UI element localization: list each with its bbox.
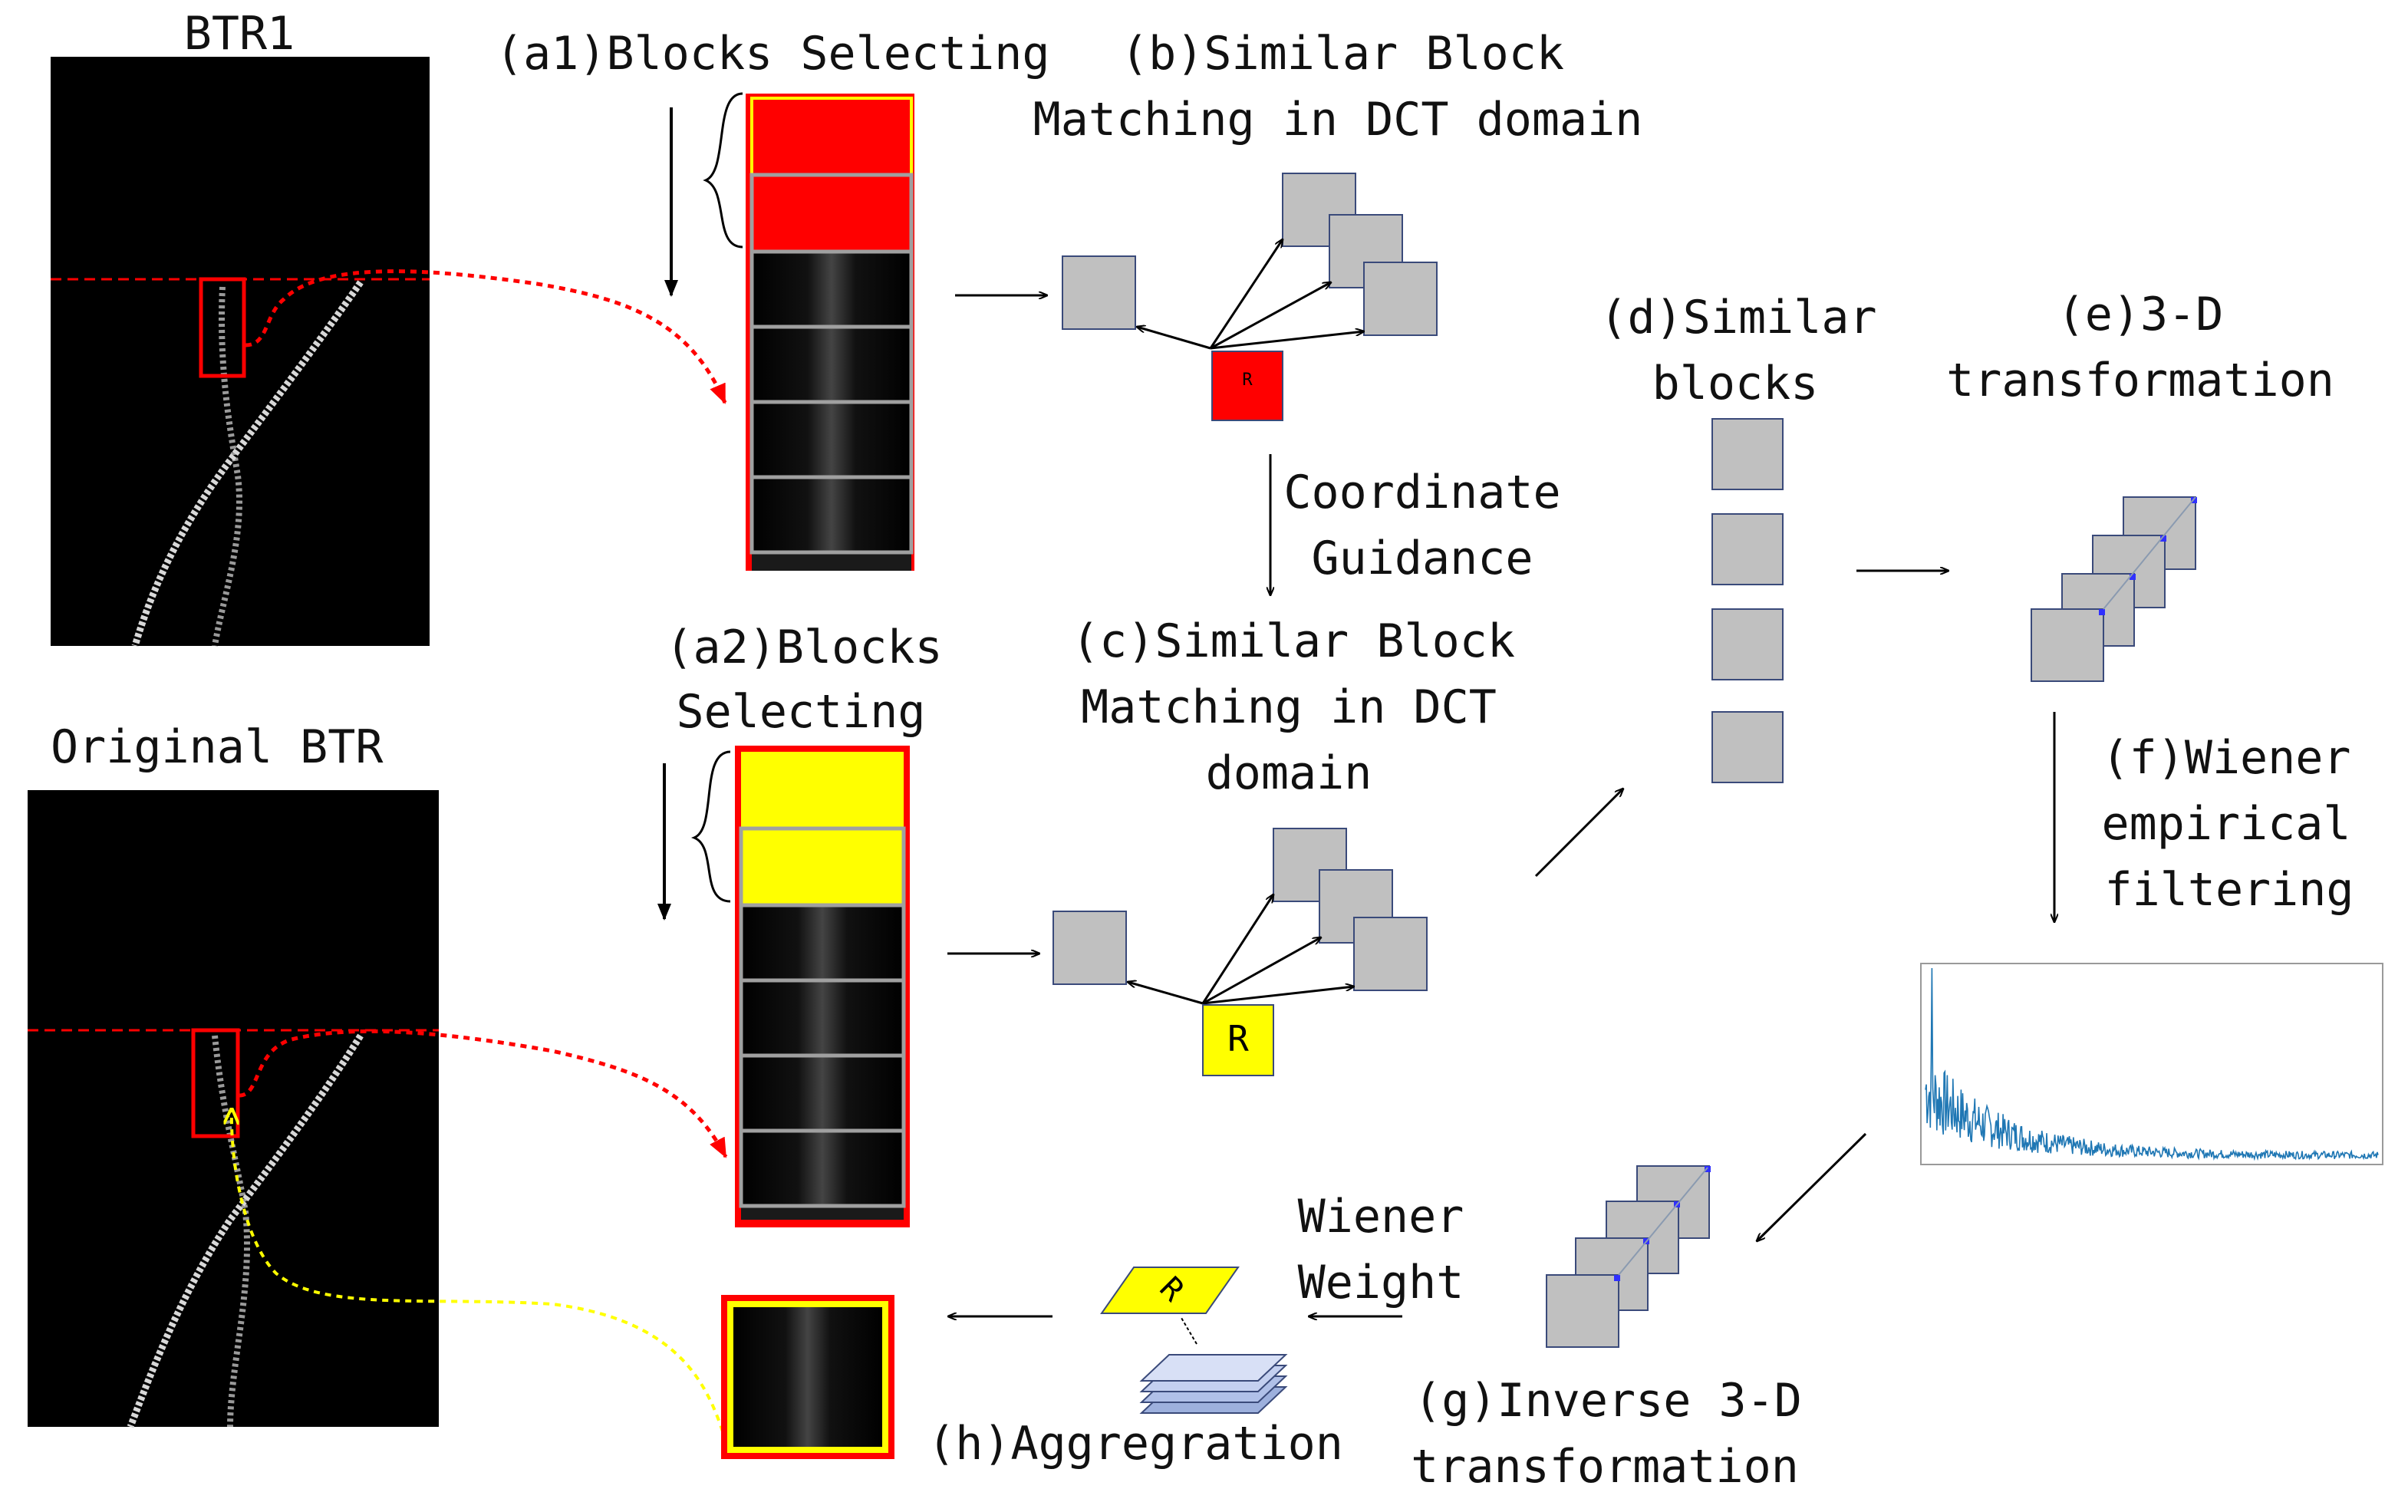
- a2-dark-blocks: [739, 903, 906, 1208]
- label-g-line2: transformation: [1411, 1440, 1799, 1494]
- g-inverse-stack: [1546, 1165, 1711, 1348]
- aggregation-reference-plane: [1100, 1267, 1240, 1314]
- label-c-line1: (c)Similar Block: [1072, 614, 1515, 668]
- label-guidance: Guidance: [1311, 532, 1533, 585]
- c-reference-mark: R: [1227, 1018, 1249, 1059]
- label-weight: Weight: [1297, 1256, 1464, 1309]
- a1-block-strip: [664, 92, 914, 571]
- label-h: (h)Aggregration: [927, 1417, 1343, 1471]
- label-d-line1: (d)Similar: [1599, 291, 1877, 344]
- b-block-matching: R: [1062, 173, 1438, 421]
- label-f-line3: filtering: [2104, 863, 2354, 917]
- b-reference-mark: R: [1242, 371, 1253, 390]
- label-f-line2: empirical: [2101, 797, 2351, 851]
- original-roi-box: [191, 1028, 240, 1138]
- c-reference-block: [1202, 1004, 1274, 1076]
- label-a2-line2: Selecting: [676, 685, 926, 739]
- f-wiener-spectrum: [1920, 963, 2383, 1165]
- label-e-line2: transformation: [1946, 354, 2334, 407]
- original-btr-title: Original BTR: [51, 720, 384, 774]
- aggregated-result-block: [721, 1295, 894, 1459]
- label-d-line2: blocks: [1652, 357, 1819, 410]
- label-coordinate: Coordinate: [1283, 466, 1561, 519]
- label-wiener: Wiener: [1297, 1190, 1464, 1244]
- label-a2-line1: (a2)Blocks: [665, 621, 943, 674]
- label-e-line1: (e)3-D: [2057, 288, 2224, 341]
- label-c-line3: domain: [1205, 746, 1372, 800]
- label-g-line1: (g)Inverse 3-D: [1414, 1374, 1802, 1428]
- a1-dark-blocks: [749, 249, 914, 555]
- label-b-line1: (b)Similar Block: [1121, 27, 1564, 81]
- label-c-line2: Matching in DCT: [1081, 680, 1497, 734]
- e-3d-stack: [2031, 496, 2197, 682]
- original-to-strip-arrow: [239, 1029, 728, 1158]
- a2-block-strip: [657, 746, 910, 1227]
- h-aggregation-glyph: R: [1100, 1267, 1288, 1414]
- btr1-roi-box: [199, 277, 246, 378]
- aggregation-return-arrow: [232, 1109, 724, 1432]
- label-f-line1: (f)Wiener: [2101, 731, 2351, 785]
- original-btr-image: [28, 790, 439, 1428]
- label-a1: (a1)Blocks Selecting: [496, 27, 1050, 81]
- btr1-image: [51, 57, 430, 647]
- c-block-matching: R: [1052, 828, 1428, 1076]
- btr1-to-strip-arrow: [245, 269, 727, 404]
- label-b-line2: Matching in DCT domain: [1033, 93, 1643, 147]
- btr1-title: BTR1: [183, 7, 295, 61]
- d-similar-blocks: [1711, 418, 1784, 783]
- b-reference-block: [1211, 351, 1283, 421]
